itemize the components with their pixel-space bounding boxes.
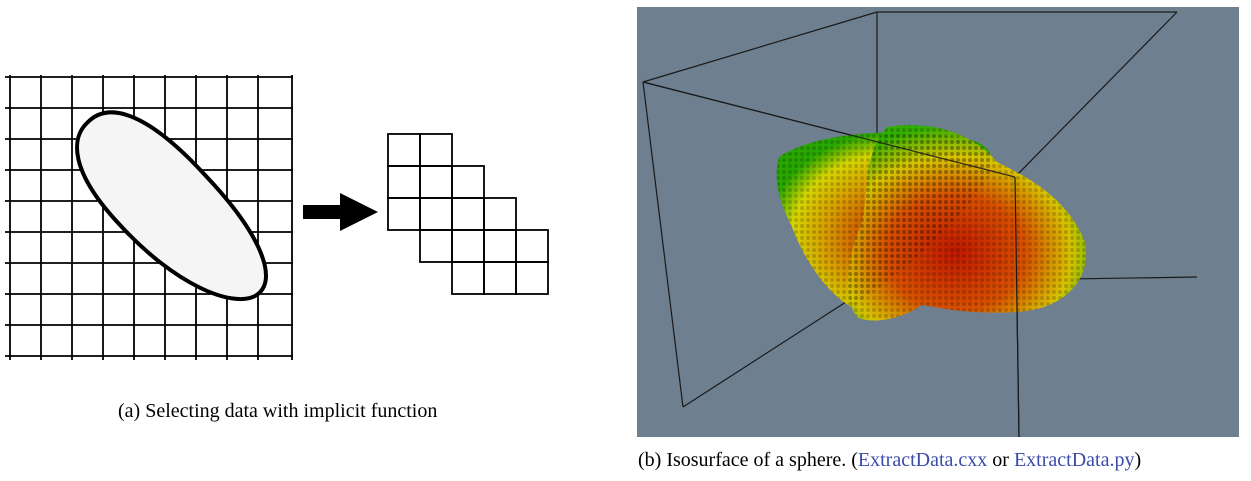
caption-b-prefix: (b) Isosurface of a sphere. ( [638,449,858,471]
extracted-cell [515,229,549,263]
caption-b: (b) Isosurface of a sphere. (ExtractData… [638,449,1141,472]
extracted-cell [451,197,485,231]
implicit-ellipse [75,110,268,302]
caption-b-suffix: ) [1134,449,1142,471]
extracted-cell [515,261,549,295]
extracted-cell [483,197,517,231]
caption-a: (a) Selecting data with implicit functio… [118,400,438,422]
implicit-function-diagram [5,75,549,360]
isosurface-render [637,7,1239,437]
isosurface [776,125,1087,321]
bounding-box-front-vertical [1014,176,1020,437]
extracted-cell [451,229,485,263]
arrow-icon [303,193,378,231]
caption-b-middle: or [987,449,1014,471]
extracted-cell [483,261,517,295]
extracted-cell [451,261,485,295]
bounding-box-front-edge [642,81,1016,178]
extractdata-py-link[interactable]: ExtractData.py [1013,449,1135,471]
extractdata-cxx-link[interactable]: ExtractData.cxx [857,449,988,471]
extracted-cell [419,165,453,199]
extracted-cell [419,229,453,263]
extracted-cell [419,133,453,167]
extracted-cell [387,165,421,199]
extracted-cell [387,133,421,167]
extracted-cell [483,229,517,263]
extracted-cells [387,133,549,295]
extracted-cell [387,197,421,231]
extracted-cell [419,197,453,231]
extracted-cell [451,165,485,199]
